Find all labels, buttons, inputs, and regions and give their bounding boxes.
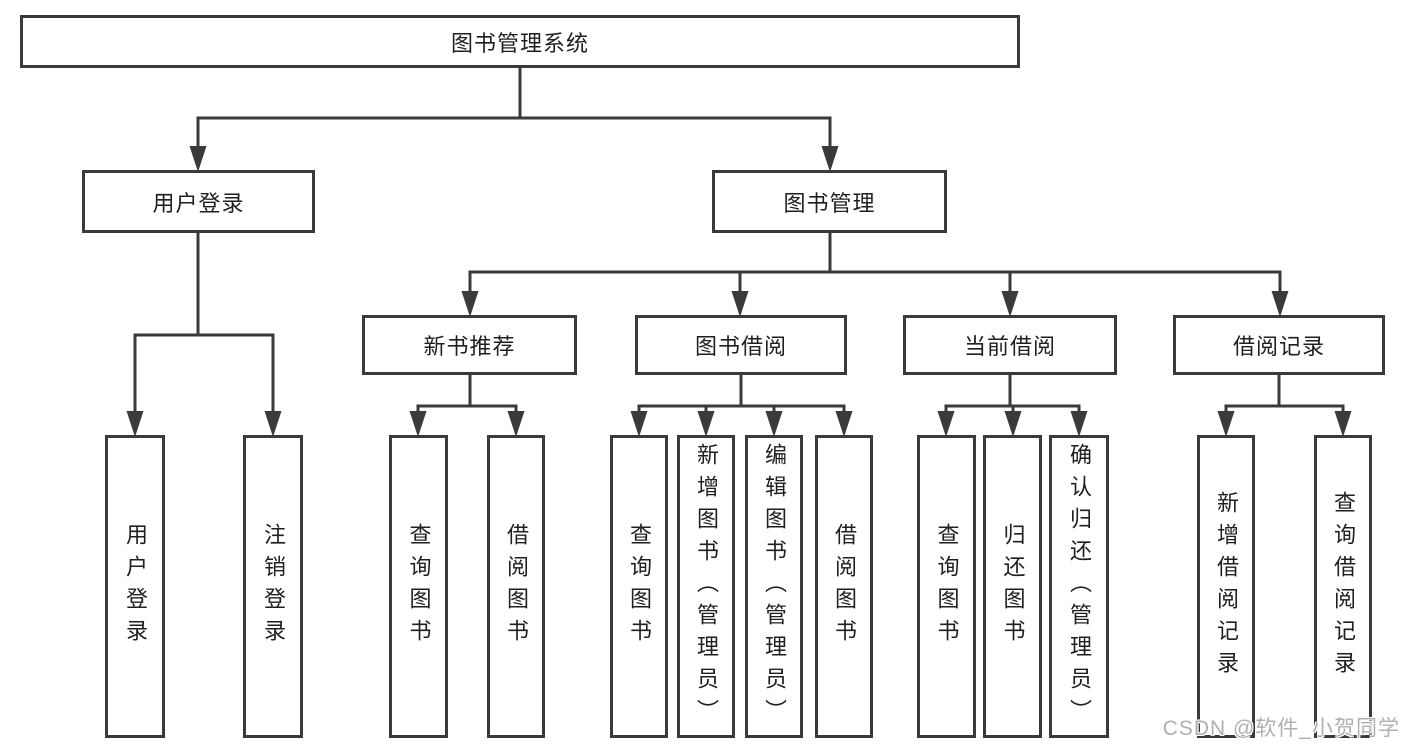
leaf-return-books: 归还图书 xyxy=(983,435,1042,738)
leaf-borrow-books-recommend: 借阅图书 xyxy=(487,435,545,738)
leaf-user-login: 用户登录 xyxy=(105,435,165,738)
connector-userlogin-to-leaves xyxy=(133,233,275,413)
arrow-down-icon xyxy=(1004,411,1022,437)
leaf-edit-books-admin: 编辑图书（管理员） xyxy=(745,435,803,738)
leaf-query-books-current-label: 查询图书 xyxy=(934,522,960,651)
node-library-system-label: 图书管理系统 xyxy=(450,30,589,56)
leaf-borrow-books-recommend-label: 借阅图书 xyxy=(504,522,529,651)
leaf-query-borrow-record: 查询借阅记录 xyxy=(1314,435,1372,738)
arrow-down-icon xyxy=(126,411,144,437)
arrow-down-icon xyxy=(731,291,749,317)
node-new-book-recommendation: 新书推荐 xyxy=(362,315,577,375)
arrow-down-icon xyxy=(507,411,525,437)
arrowheads xyxy=(126,146,1352,437)
leaf-borrow-books: 借阅图书 xyxy=(815,435,873,738)
leaf-edit-books-admin-label: 编辑图书（管理员） xyxy=(762,442,787,731)
node-book-borrowing: 图书借阅 xyxy=(635,315,847,375)
connector-records-to-leaves xyxy=(1224,375,1345,413)
arrow-down-icon xyxy=(409,411,427,437)
arrow-down-icon xyxy=(937,411,955,437)
leaf-borrow-books-label: 借阅图书 xyxy=(832,522,857,651)
leaf-add-books-admin-label: 新增图书（管理员） xyxy=(694,442,719,731)
node-current-borrowing: 当前借阅 xyxy=(903,315,1117,375)
node-book-borrowing-label: 图书借阅 xyxy=(694,334,787,359)
arrow-down-icon xyxy=(461,291,479,317)
arrow-down-icon xyxy=(1217,411,1235,437)
arrow-down-icon xyxy=(630,411,648,437)
csdn-watermark: CSDN @软件_小贺同学 xyxy=(1162,717,1400,740)
arrow-down-icon xyxy=(697,411,715,437)
node-new-book-recommendation-label: 新书推荐 xyxy=(423,334,516,359)
node-user-login-label: 用户登录 xyxy=(152,190,245,216)
leaf-add-borrow-record-label: 新增借阅记录 xyxy=(1214,490,1239,683)
leaf-logout-login-label: 注销登录 xyxy=(261,522,286,651)
leaf-logout-login: 注销登录 xyxy=(243,435,303,738)
leaf-query-books-recommend: 查询图书 xyxy=(389,435,448,738)
connector-root-to-level2 xyxy=(196,68,832,148)
arrow-down-icon xyxy=(1001,291,1019,317)
leaf-query-borrow-record-label: 查询借阅记录 xyxy=(1331,490,1356,683)
arrow-down-icon xyxy=(835,411,853,437)
node-borrowing-records-label: 借阅记录 xyxy=(1232,334,1325,359)
node-book-management: 图书管理 xyxy=(712,170,947,233)
leaf-add-borrow-record: 新增借阅记录 xyxy=(1197,435,1255,738)
node-current-borrowing-label: 当前借阅 xyxy=(963,334,1056,359)
leaf-query-books-recommend-label: 查询图书 xyxy=(406,522,432,651)
node-borrowing-records: 借阅记录 xyxy=(1173,315,1385,375)
node-user-login: 用户登录 xyxy=(82,170,315,233)
arrow-down-icon xyxy=(189,146,207,172)
arrow-down-icon xyxy=(821,146,839,172)
node-library-system: 图书管理系统 xyxy=(20,15,1020,68)
arrow-down-icon xyxy=(765,411,783,437)
leaf-add-books-admin: 新增图书（管理员） xyxy=(677,435,735,738)
leaf-query-books-borrowing-label: 查询图书 xyxy=(627,522,652,651)
leaf-confirm-return-admin-label: 确认归还（管理员） xyxy=(1067,442,1092,731)
arrow-down-icon xyxy=(1070,411,1088,437)
leaf-user-login-label: 用户登录 xyxy=(123,522,148,651)
connector-recommend-to-leaves xyxy=(416,375,518,413)
node-book-management-label: 图书管理 xyxy=(783,190,876,216)
arrow-down-icon xyxy=(264,411,282,437)
leaf-query-books-current: 查询图书 xyxy=(917,435,976,738)
arrow-down-icon xyxy=(1271,291,1289,317)
connector-borrowing-to-leaves xyxy=(637,375,846,413)
leaf-return-books-label: 归还图书 xyxy=(1000,522,1026,651)
connector-current-to-leaves xyxy=(944,375,1081,413)
arrow-down-icon xyxy=(1334,411,1352,437)
leaf-query-books-borrowing: 查询图书 xyxy=(610,435,668,738)
leaf-confirm-return-admin: 确认归还（管理员） xyxy=(1049,435,1109,738)
connector-bookmgmt-to-level3 xyxy=(468,233,1282,293)
